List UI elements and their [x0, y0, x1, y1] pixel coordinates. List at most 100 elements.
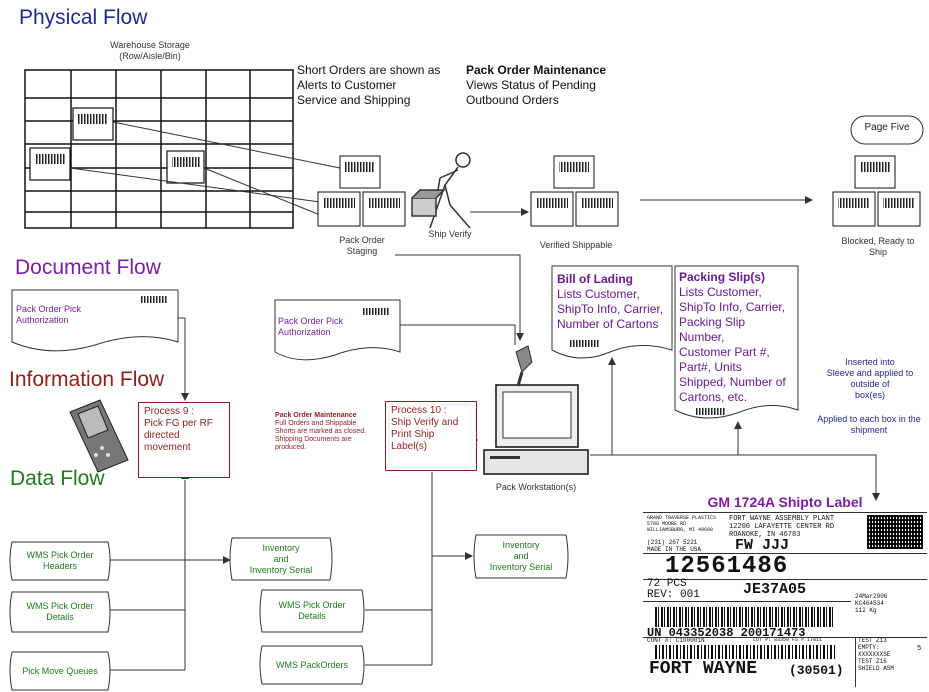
pack-maintenance-note: Pack Order Maintenance Views Status of P… [466, 63, 606, 108]
shipto-label-title: GM 1724A Shipto Label [707, 494, 863, 510]
handheld-rf-icon [69, 399, 129, 473]
section-data-flow: Data Flow [10, 467, 105, 490]
doc-pick-auth-1: Pack Order Pick Authorization [16, 304, 81, 326]
doc-line: Pack Order Pick [16, 304, 82, 314]
shipto-zip: (30501) [789, 663, 844, 678]
connector [395, 254, 524, 341]
right-line: KC464534 [855, 600, 884, 607]
staging-label: Pack Order Staging [322, 235, 402, 257]
page-five-label: Page Five [864, 122, 910, 133]
data-wms-pick-order-details-2: WMS Pick Order Details [262, 590, 362, 632]
right-line: 112 Kg [855, 607, 877, 614]
qty-line: 72 PCS [647, 578, 687, 590]
data-wms-packorders: WMS PackOrders [275, 659, 348, 670]
to-line: 12200 LAFAYETTE CENTER RD [729, 523, 835, 531]
doc-line: Number, [679, 330, 725, 344]
doc-line: Authorization [16, 315, 69, 325]
process-line: Pick FG per RF [144, 418, 213, 429]
shipto-fw: FW JJJ [735, 537, 790, 554]
process-line: Print Ship Label(s) [391, 429, 435, 452]
note-line: shipment [850, 425, 888, 435]
note-line: box(es) [854, 390, 885, 400]
shipto-test-block: TEST Z13 EMPTY: XXXXXXXSE TEST Z16 SHIEL… [855, 637, 927, 687]
note-line: Service and Shipping [297, 93, 411, 107]
doc-packing-slip: Packing Slip(s) Lists Customer, ShipTo I… [679, 270, 786, 405]
data-wms-pick-order-headers: WMS Pick Order Headers [12, 542, 108, 580]
from-line: WILLIAMSBURG, MI 49690 [647, 527, 714, 533]
doc-line: Pack Order Pick [278, 316, 344, 326]
data-line: Inventory Serial [249, 564, 313, 575]
sleeve-note: Inserted into Sleeve and applied to outs… [812, 357, 928, 401]
label-line: Pack Order [339, 235, 385, 245]
verified-label: Verified Shippable [539, 240, 613, 250]
from-line: GRAND TRAVERSE PLASTICS [647, 515, 717, 521]
verified-boxes [530, 155, 619, 227]
shipto-cont: CONT #: C100001N [647, 637, 705, 644]
detail-line: Shorts are marked as closed. [275, 428, 367, 435]
worker-figure [411, 152, 471, 229]
doc-line: ShipTo Info, Carrier, [557, 302, 664, 316]
computer-icon [483, 384, 589, 475]
rev-line: REV: 001 [647, 589, 700, 601]
note-line: Applied to each box in the [817, 414, 921, 424]
blocked-boxes [832, 155, 921, 227]
detail-line: produced. [275, 444, 307, 451]
process-line: directed movement [144, 430, 191, 453]
rack-box-2 [29, 147, 71, 181]
section-document-flow: Document Flow [15, 256, 161, 279]
staging-boxes [317, 155, 406, 227]
label-line: Ship [868, 247, 887, 257]
note-line: Inserted into [845, 357, 895, 367]
note-title: Pack Order Maintenance [466, 63, 607, 77]
scanner-icon [515, 345, 533, 387]
doc-title: Packing Slip(s) [679, 270, 766, 284]
data-line: WMS Pick Order [26, 601, 94, 611]
doc-bol-shape [551, 265, 673, 359]
doc-line: Cartons, etc. [679, 390, 748, 404]
data-line: Details [46, 612, 74, 622]
note-line: Alerts to Customer [297, 78, 397, 92]
page-five-shape [850, 115, 924, 145]
connector [203, 167, 321, 216]
doc-line: Packing Slip [679, 315, 746, 329]
warehouse-label-line: Warehouse Storage [110, 40, 190, 50]
shipto-to: FORT WAYNE ASSEMBLY PLANT 12200 LAFAYETT… [729, 515, 869, 539]
from-line: 5780 MOORE RD [647, 521, 687, 527]
2d-barcode [867, 515, 923, 549]
doc-line: Authorization [278, 327, 331, 337]
right-line: 24Mar2006 [855, 593, 888, 600]
rack-box-3 [166, 150, 205, 184]
shipto-supplier: JE37A05 [743, 581, 807, 598]
doc-bill-of-lading: Bill of Lading Lists Customer, ShipTo In… [557, 272, 663, 332]
doc-line: Number of Cartons [557, 317, 659, 331]
barcode [655, 607, 835, 627]
doc-packing-slip-shape [674, 265, 799, 419]
data-line: Inventory [262, 542, 300, 553]
test-line: TEST Z16 [858, 658, 887, 665]
shipto-label: GRAND TRAVERSE PLASTICS 5780 MOORE RD WI… [643, 512, 927, 689]
shipto-right-small: 24Mar2006 KC464534 112 Kg [855, 593, 887, 614]
shipto-phone: (231) 267 5221 MADE IN THE USA [647, 539, 701, 553]
doc-title: Bill of Lading [557, 272, 633, 286]
rack-box-1 [72, 107, 114, 141]
short-orders-note: Short Orders are shown as Alerts to Cust… [297, 63, 440, 108]
test-line: XXXXXXXSE [858, 651, 891, 658]
phone-line: MADE IN THE USA [647, 546, 702, 553]
data-inventory-1: Inventory and Inventory Serial [232, 538, 330, 580]
process-9-box: Process 9 : Pick FG per RF directed move… [138, 402, 230, 478]
section-information-flow: Information Flow [9, 368, 165, 391]
data-line: Details [298, 611, 326, 621]
shipto-un: UN 043352038 200171473 [647, 626, 806, 640]
detail-line: Shipping Documents are [275, 436, 352, 443]
ship-verify-label: Ship Verify [428, 229, 472, 239]
doc-line: Lists Customer, [557, 287, 640, 301]
shipto-from: GRAND TRAVERSE PLASTICS 5780 MOORE RD WI… [647, 515, 727, 533]
data-pick-move-queues: Pick Move Queues [22, 665, 98, 676]
process-10-box: Process 10 : Ship Verify and Print Ship … [385, 401, 477, 471]
detail-line: Full Orders and Shippable [275, 420, 357, 427]
data-line: WMS Pick Order [278, 600, 346, 610]
doc-line: Customer Part #, [679, 345, 770, 359]
doc-pick-auth-2: Pack Order Pick Authorization [278, 316, 343, 338]
data-wms-pick-order-details: WMS Pick Order Details [12, 592, 108, 632]
